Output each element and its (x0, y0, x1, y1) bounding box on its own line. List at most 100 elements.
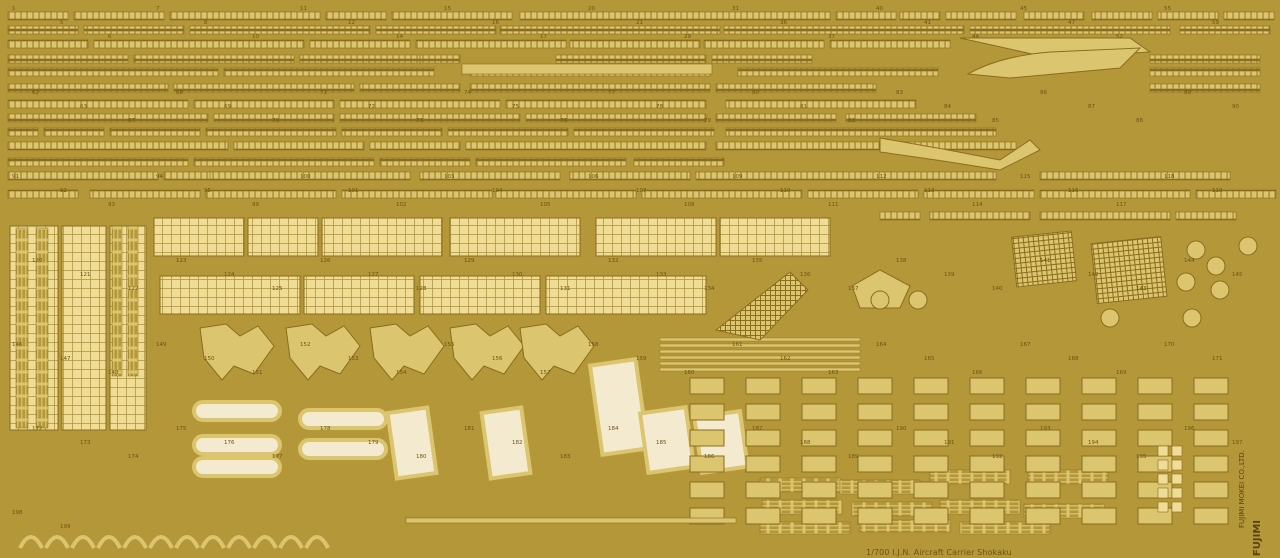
part-number: 124 (224, 272, 235, 278)
part-number: 169 (1116, 370, 1127, 376)
box-part (801, 429, 837, 447)
railing-strip (1039, 171, 1231, 181)
box-part (969, 403, 1005, 421)
part-number: 182 (512, 440, 523, 446)
part-number: 76 (560, 118, 567, 124)
maker-logo: FUJIMI (1252, 520, 1263, 557)
square-part (1157, 487, 1169, 499)
railing-strip (555, 54, 707, 64)
railing-strips (7, 11, 1277, 221)
part-number: 89 (1184, 90, 1191, 96)
railing-strip (341, 127, 443, 137)
disc-part (1206, 256, 1226, 276)
square-part (1171, 487, 1183, 499)
grating-panel (303, 275, 415, 315)
railing-strip (569, 171, 691, 181)
railing-strip (1149, 54, 1261, 64)
box-part (1081, 455, 1117, 473)
part-number: 16 (492, 20, 499, 26)
part-number: 99 (252, 202, 259, 208)
part-number: 20 (588, 6, 595, 12)
mast-platform (851, 269, 911, 309)
railing-strip (7, 25, 79, 35)
part-number: 69 (224, 104, 231, 110)
railing-strip (7, 157, 189, 167)
railing-strip (641, 189, 803, 199)
part-number: 146 (12, 342, 23, 348)
railing-strip (375, 25, 497, 35)
railing-strip (133, 54, 295, 64)
railing-strip (233, 141, 365, 151)
square-part (1171, 445, 1183, 457)
part-number: 160 (684, 370, 695, 376)
railing-strip (723, 25, 965, 35)
part-number: 84 (944, 104, 951, 110)
square-part (1157, 445, 1169, 457)
railing-strip (309, 39, 411, 49)
part-number: 1 (12, 6, 16, 12)
box-part (1193, 455, 1229, 473)
railing-strip (419, 54, 461, 64)
box-part (1137, 429, 1173, 447)
support-bracket (449, 323, 525, 381)
railing-strip (419, 171, 561, 181)
part-number: 143 (1136, 286, 1147, 292)
grating-panel (449, 217, 581, 257)
box-part (1193, 481, 1229, 499)
railing-strip (737, 67, 939, 77)
disc-part (1238, 236, 1258, 256)
part-number: 151 (252, 370, 263, 376)
part-number: 137 (848, 286, 859, 292)
part-number: 188 (800, 440, 811, 446)
railing-strip (1023, 11, 1085, 21)
box-part (745, 455, 781, 473)
box-part (1137, 377, 1173, 395)
part-number: 81 (800, 104, 807, 110)
railing-strip (223, 67, 435, 77)
railing-strip (1091, 11, 1153, 21)
box-part (913, 429, 949, 447)
disc-part (1182, 308, 1202, 328)
part-number: 52 (1116, 34, 1123, 40)
railing-strip (415, 39, 567, 49)
part-number: 106 (588, 174, 599, 180)
part-number: 152 (300, 342, 311, 348)
part-number: 171 (1212, 356, 1223, 362)
railing-strip (945, 11, 1017, 21)
railing-strip (807, 189, 919, 199)
raft-frame (298, 408, 388, 430)
box-part (857, 455, 893, 473)
part-number: 166 (972, 370, 983, 376)
railing-strip (205, 127, 337, 137)
box-part (1081, 507, 1117, 525)
part-number: 104 (492, 188, 503, 194)
vertical-ladder (111, 225, 123, 377)
part-number: 90 (1232, 104, 1239, 110)
part-number: 112 (876, 174, 887, 180)
fret-caption: 1/700 I.J.N. Aircraft Carrier Shokaku (866, 548, 1012, 557)
vertical-ladder (35, 227, 49, 429)
railing-strip (325, 11, 387, 21)
railing-strip (109, 127, 201, 137)
railing-strip (7, 127, 39, 137)
railing-strip (7, 54, 129, 64)
part-number: 121 (80, 272, 91, 278)
part-number: 186 (704, 454, 715, 460)
railing-strip (505, 99, 707, 109)
part-number: 156 (492, 356, 503, 362)
part-number: 85 (992, 118, 999, 124)
part-number: 68 (176, 90, 183, 96)
raft-frame (192, 400, 282, 422)
part-number: 127 (368, 272, 379, 278)
box-part (857, 403, 893, 421)
part-number: 159 (636, 356, 647, 362)
horizontal-ladder (959, 521, 1051, 535)
railing-strip (1149, 67, 1261, 77)
railing-strip (1157, 11, 1219, 21)
box-part (745, 507, 781, 525)
square-part (1171, 501, 1183, 513)
part-number: 6 (108, 34, 112, 40)
part-number: 158 (588, 342, 599, 348)
part-number: 105 (540, 202, 551, 208)
grating-panel (419, 275, 541, 315)
